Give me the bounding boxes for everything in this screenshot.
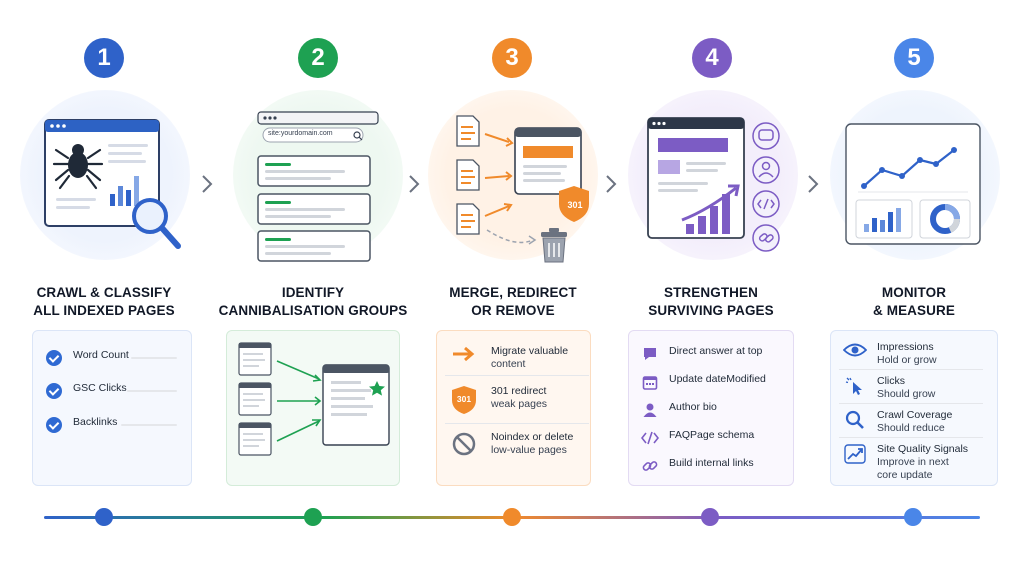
link-icon <box>752 224 780 252</box>
timeline-dot-5 <box>904 508 922 526</box>
magnifier-icon <box>132 198 181 249</box>
cursor-click-icon <box>845 377 862 395</box>
timeline-dot-1 <box>95 508 113 526</box>
list-item: Build internal links <box>641 457 781 475</box>
step-5-badge: 5 <box>894 38 934 78</box>
trend-up-icon <box>844 444 866 464</box>
list-item: Author bio <box>641 401 781 419</box>
list-item: Backlinks <box>45 416 185 434</box>
redirect-code-label: 301 <box>567 200 583 210</box>
prohibited-icon <box>452 432 476 456</box>
spider-icon <box>52 144 104 190</box>
search-results-illustration <box>257 111 379 262</box>
crawl-illustration <box>44 119 181 249</box>
arrow-right-icon <box>453 346 475 362</box>
chevron-right-icon <box>606 175 617 193</box>
step-3-badge: 3 <box>492 38 532 78</box>
shield-301-icon <box>559 186 589 222</box>
chevron-right-icon <box>808 175 819 193</box>
code-icon <box>641 431 659 445</box>
chat-icon <box>644 348 656 360</box>
chevron-right-icon <box>409 175 420 193</box>
eye-icon <box>843 343 867 357</box>
list-item: Word Count <box>45 349 185 367</box>
step-4-badge: 4 <box>692 38 732 78</box>
line-chart <box>858 147 968 193</box>
check-circle-icon <box>46 383 62 399</box>
person-icon <box>643 403 657 417</box>
document-icon <box>456 203 480 235</box>
list-item: GSC Clicks <box>45 382 185 400</box>
person-icon <box>752 156 780 184</box>
shield-301-icon <box>452 386 476 414</box>
monitor-dashboard-illustration <box>845 123 981 245</box>
calendar-icon <box>642 376 658 390</box>
list-item: FAQPage schema <box>641 429 781 447</box>
merge-redirect-illustration <box>456 115 589 263</box>
chat-icon <box>752 122 780 150</box>
list-item: Update dateModified <box>641 373 781 391</box>
strengthen-page-illustration <box>647 117 780 252</box>
document-icon <box>456 159 480 191</box>
link-icon <box>642 461 658 471</box>
code-icon <box>752 190 780 218</box>
timeline-dot-3 <box>503 508 521 526</box>
step-4-panel: Direct answer at top Update dateModified… <box>628 330 794 486</box>
document-icon <box>456 115 480 147</box>
step-1-badge: 1 <box>84 38 124 78</box>
trash-icon <box>541 228 567 263</box>
list-item: Direct answer at top <box>641 345 781 363</box>
step-5-title: MONITOR& MEASURE <box>873 285 955 318</box>
search-icon <box>845 410 864 429</box>
check-circle-icon <box>46 350 62 366</box>
step-1-panel: Word Count GSC Clicks Backlinks <box>32 330 192 486</box>
check-circle-icon <box>46 417 62 433</box>
chevron-right-icon <box>202 175 213 193</box>
step-2-panel <box>226 330 400 486</box>
timeline-dot-2 <box>304 508 322 526</box>
search-query-text: site:yourdomain.com <box>268 130 333 137</box>
step-2-badge: 2 <box>298 38 338 78</box>
star-icon <box>369 381 385 396</box>
timeline-dot-4 <box>701 508 719 526</box>
cannibalisation-merge-diagram <box>238 342 390 456</box>
